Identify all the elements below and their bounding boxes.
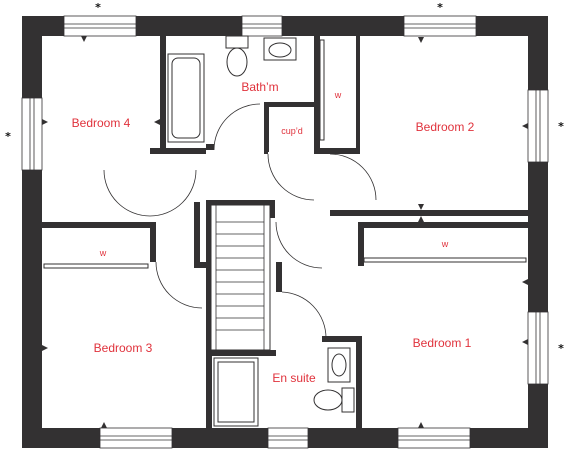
bedroom1-wardrobe-label: w: [441, 239, 449, 249]
bedroom3-wardrobe-label: w: [99, 248, 107, 258]
window-marker-left: *: [5, 130, 11, 143]
window-marker-top-left: *: [95, 1, 101, 14]
cupboard-label: cup’d: [281, 126, 303, 136]
bathroom-label: Bath’m: [241, 80, 278, 94]
bedroom4-label: Bedroom 4: [72, 116, 131, 130]
doors: [103, 103, 377, 339]
bedroom2-label: Bedroom 2: [416, 120, 475, 134]
ensuite-label: En suite: [272, 371, 316, 385]
window-marker-right-upper: *: [558, 120, 564, 133]
bedroom3-label: Bedroom 3: [94, 341, 153, 355]
window-marker-right-lower: *: [558, 342, 564, 355]
bedroom1-label: Bedroom 1: [413, 336, 472, 350]
bathroom-fixtures: [167, 35, 297, 143]
windows: [21, 15, 549, 449]
window-marker-top-right: *: [437, 1, 443, 14]
wardrobe-rails: [43, 39, 527, 269]
ensuite-fixtures: [213, 347, 355, 427]
dimension-arrows: [42, 36, 528, 428]
interior-walls: [42, 36, 528, 428]
staircase: [210, 204, 271, 351]
bedroom2-wardrobe-label: w: [334, 90, 342, 100]
